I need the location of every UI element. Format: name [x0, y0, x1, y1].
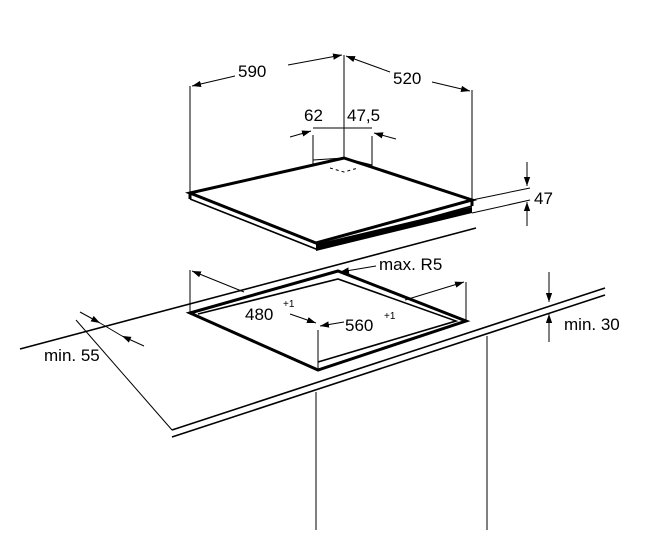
- corner-radius-label: max. R5: [379, 255, 442, 274]
- offset-left-label: 62: [304, 106, 323, 125]
- dimension-depth: 520: [345, 55, 471, 92]
- worktop: [19, 227, 606, 438]
- dimension-height: 47: [471, 162, 553, 226]
- width-label: 590: [238, 62, 266, 81]
- cabinet: [315, 336, 488, 530]
- offset-right-label: 47,5: [347, 106, 380, 125]
- cutout-depth-label: 480: [245, 305, 273, 324]
- hob-outline: [184, 156, 478, 251]
- dimension-offset-right: 47,5: [344, 106, 397, 140]
- dimension-cutout-width: 560 +1: [319, 281, 465, 335]
- hob-extension-lines: [189, 55, 473, 200]
- dimension-offset-left: 62: [289, 106, 344, 138]
- cutout-width-label: 560: [345, 316, 373, 335]
- dimension-width: 590: [191, 53, 343, 88]
- depth-label: 520: [393, 69, 421, 88]
- cutout-depth-tolerance: +1: [283, 299, 295, 310]
- cutout: [185, 269, 471, 372]
- front-clearance-label: min. 55: [44, 346, 100, 365]
- dimension-front-clearance: min. 55: [44, 311, 145, 365]
- wall-clearance-label: min. 30: [564, 315, 620, 334]
- dimension-cutout-depth: 480 +1: [191, 270, 317, 324]
- dimension-wall-clearance: min. 30: [545, 272, 620, 342]
- height-label: 47: [534, 189, 553, 208]
- corner-radius-callout: max. R5: [339, 255, 442, 274]
- cutout-width-tolerance: +1: [384, 311, 396, 322]
